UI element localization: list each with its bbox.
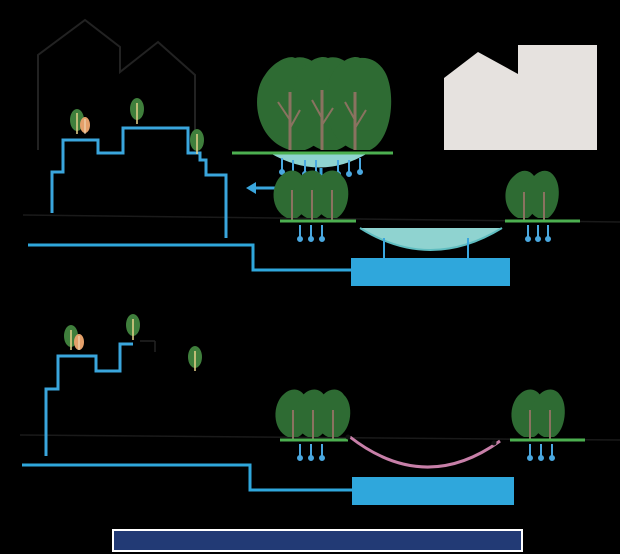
tree-canopy xyxy=(525,170,559,218)
orange-leaf-tree xyxy=(80,117,90,134)
legend-bar xyxy=(112,529,523,552)
infiltration-drips-4 xyxy=(297,444,325,461)
bottom-scene xyxy=(19,314,620,505)
bioswale-edge xyxy=(359,227,503,251)
small-tree xyxy=(126,314,140,340)
orange-leaf-tree xyxy=(74,334,84,350)
small-tree xyxy=(190,129,204,154)
top-scene xyxy=(22,18,620,286)
left-tree-group-bottom xyxy=(275,389,351,442)
storage-tank-bottom xyxy=(352,477,514,505)
drain-pipe-bottom xyxy=(22,463,352,492)
infiltration-drips-3 xyxy=(525,225,551,242)
stepped-water-line-bottom xyxy=(44,342,133,456)
large-tree-group xyxy=(257,56,392,150)
stepped-water-line-top xyxy=(50,126,228,238)
right-tree-group-top xyxy=(505,170,580,223)
channel-end-marker xyxy=(491,440,497,446)
infiltration-drips-5 xyxy=(527,444,555,461)
overflow-arrow-head xyxy=(246,182,256,194)
mid-tree-group xyxy=(273,170,356,223)
house-outline xyxy=(37,18,196,150)
storage-tank-top xyxy=(351,258,510,286)
tree-canopy xyxy=(313,170,349,218)
small-tree xyxy=(130,98,144,124)
tree-canopy xyxy=(531,389,565,437)
tree-branches xyxy=(277,99,367,129)
drain-pipe-top xyxy=(28,243,352,272)
tree-canopy xyxy=(325,56,392,150)
light-building xyxy=(444,45,597,150)
rain-garden-basin xyxy=(270,153,368,168)
infiltration-drips-2 xyxy=(297,225,325,242)
small-tree xyxy=(188,346,202,371)
bare-channel xyxy=(349,435,501,469)
channel-end-marker xyxy=(345,434,351,440)
right-tree-group-bottom xyxy=(510,389,585,442)
